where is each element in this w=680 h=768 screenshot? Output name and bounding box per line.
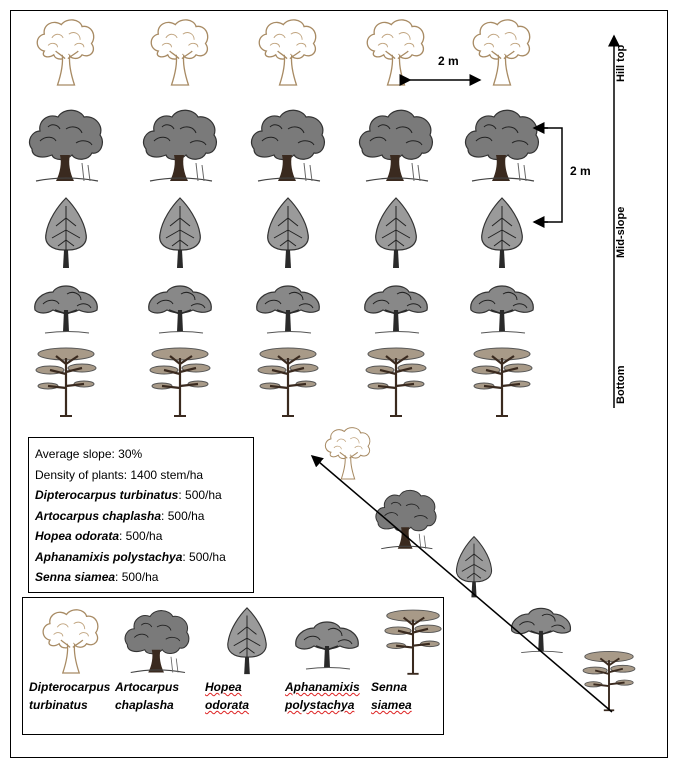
average-slope-text: Average slope: 30% <box>35 447 143 461</box>
artocarpus-slope-tree <box>375 489 437 550</box>
dipterocarpus-tree <box>472 19 531 86</box>
aphanamixis-tree <box>363 285 429 334</box>
senna-tree <box>364 346 428 418</box>
hopea-tree <box>159 197 201 269</box>
artocarpus-tree <box>464 109 540 182</box>
slope-label-mid-slope: Mid-slope <box>615 206 627 258</box>
species-density-row: Hopea odorata: 500/ha <box>35 529 163 543</box>
senna-tree-icon <box>383 609 443 675</box>
aphanamixis-tree-icon <box>294 621 360 670</box>
aphanamixis-tree <box>147 285 213 334</box>
hopea-slope-tree <box>455 536 493 598</box>
hopea-tree-icon <box>227 607 267 675</box>
plantation-info-box: Average slope: 30% Density of plants: 14… <box>28 437 254 593</box>
aphanamixis-tree <box>33 285 99 334</box>
dipterocarpus-tree-icon <box>42 609 99 674</box>
species-density-row: Senna siamea: 500/ha <box>35 570 159 584</box>
species-density-row: Aphanamixis polystachya: 500/ha <box>35 549 226 564</box>
dipterocarpus-tree <box>150 19 209 86</box>
dipterocarpus-tree <box>258 19 317 86</box>
hopea-tree <box>481 197 523 269</box>
vertical-distance-bracket <box>538 127 563 223</box>
senna-tree <box>34 346 98 418</box>
dipterocarpus-slope-tree <box>324 427 371 480</box>
aphanamixis-tree <box>469 285 535 334</box>
species-density-row: Artocarpus chaplasha: 500/ha <box>35 508 205 523</box>
senna-tree <box>470 346 534 418</box>
hopea-tree <box>267 197 309 269</box>
diagram-frame <box>10 10 668 758</box>
senna-slope-tree <box>582 650 636 712</box>
slope-label-hill-top: Hill top <box>615 44 627 82</box>
aphanamixis-slope-tree <box>510 607 572 654</box>
artocarpus-tree <box>142 109 218 182</box>
senna-tree <box>148 346 212 418</box>
dipterocarpus-tree <box>366 19 425 86</box>
vertical-distance-label: 2 m <box>570 164 591 178</box>
dipterocarpus-tree <box>36 19 95 86</box>
horizontal-distance-label: 2 m <box>438 54 459 68</box>
hopea-tree <box>45 197 87 269</box>
artocarpus-tree <box>358 109 434 182</box>
species-density-row: Dipterocarpus turbinatus: 500/ha <box>35 488 222 502</box>
slope-label-bottom: Bottom <box>615 365 627 405</box>
artocarpus-tree-icon <box>124 610 190 674</box>
aphanamixis-tree <box>255 285 321 334</box>
slope-diagonal-arrow <box>310 455 613 713</box>
hopea-tree <box>375 197 417 269</box>
plant-density-text: Density of plants: 1400 stem/ha <box>35 467 204 482</box>
senna-tree <box>256 346 320 418</box>
artocarpus-tree <box>28 109 104 182</box>
artocarpus-tree <box>250 109 326 182</box>
